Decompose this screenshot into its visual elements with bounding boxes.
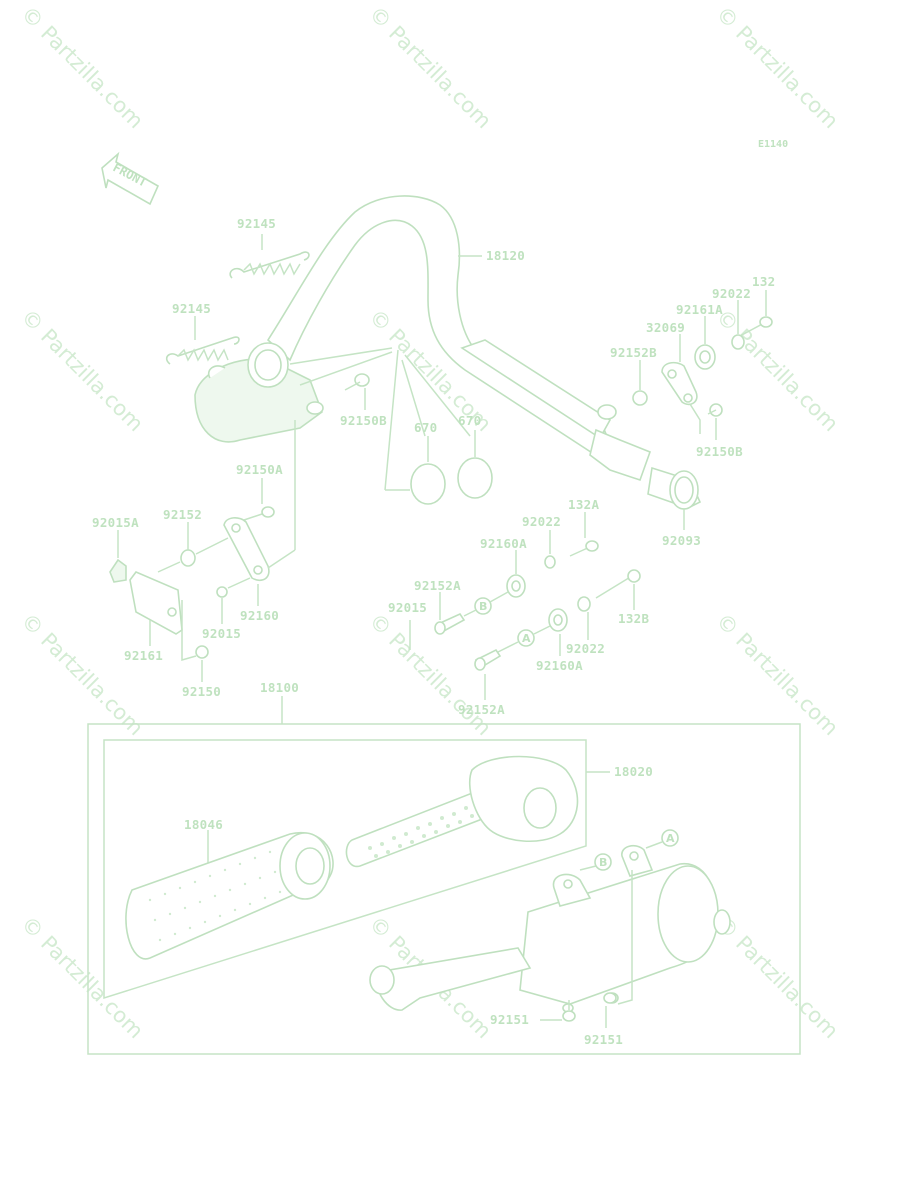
washer-92022-top [731,334,745,350]
label-670-a: 670 [414,420,437,435]
label-92152a-lower: 92152A [458,702,505,717]
label-92022-top: 92022 [712,286,751,301]
grommet-92160a-upper [506,574,526,598]
label-92160a-lower: 92160A [536,658,583,673]
circle-b-upper-label: B [479,600,487,613]
label-92161a: 92161A [676,302,723,317]
label-92161: 92161 [124,648,163,663]
watermark: © Partzilla.com [711,609,843,741]
label-92150b-right: 92150B [696,444,743,459]
nut-92015a [109,558,127,583]
silencer-packing-18046 [125,831,334,960]
label-92015-left: 92015 [202,626,241,641]
label-92152: 92152 [163,507,202,522]
circle-a-lower-label: A [666,832,675,845]
label-32069: 32069 [646,320,685,335]
watermark: © Partzilla.com [711,305,843,437]
washer-92022-low [577,596,591,612]
label-92145-lower: 92145 [172,301,211,316]
plate-92161 [129,571,183,635]
circle-b-lower: B [594,853,612,871]
label-92150b-left: 92150B [340,413,387,428]
label-92160a-upper: 92160A [480,536,527,551]
label-92151-left: 92151 [490,1012,529,1027]
watermark: © Partzilla.com [16,305,148,437]
label-92152b: 92152B [610,345,657,360]
inner-pipe-18020 [345,755,579,868]
gasket-670-b [457,457,493,499]
label-92145-upper: 92145 [237,216,276,231]
collar-92152 [180,549,196,567]
watermark: © Partzilla.com [16,2,148,134]
bolt-92150a [243,506,275,521]
circle-a-upper-label: A [522,632,531,645]
label-92152a-upper: 92152A [414,578,461,593]
bolt-92151-left [562,1000,576,1022]
bracket-92160 [223,517,270,582]
label-670-b: 670 [458,413,481,428]
grommet-92161a [694,344,716,370]
label-18100: 18100 [260,680,299,695]
diagram-code: E1140 [758,139,788,150]
bolt-92151-right [603,992,617,1004]
label-92022-low: 92022 [566,641,605,656]
label-18046: 18046 [184,817,223,832]
watermark: © Partzilla.com [711,2,843,134]
watermark: © Partzilla.com [711,912,843,1044]
label-132b: 132B [618,611,649,626]
collar-92152a-upper [434,612,466,635]
nut-92150 [195,645,209,659]
gasket-670-a [410,463,446,505]
silencer-inner-frame [103,739,587,1000]
grommet-92160a-lower [548,608,568,632]
circle-b-lower-label: B [599,856,607,869]
bolt-92150b-left [344,373,370,391]
circle-a-lower: A [661,829,679,847]
exhaust-joint-92093 [647,466,702,510]
circle-b-upper: B [474,597,492,615]
header-pipe [194,195,652,482]
watermark: © Partzilla.com [364,609,496,741]
muffler-body [369,844,731,1013]
label-92150a: 92150A [236,462,283,477]
spring-upper [229,251,310,279]
label-18020: 18020 [614,764,653,779]
label-132a: 132A [568,497,599,512]
bolt-132a [569,540,599,557]
bolt-132b [595,569,641,599]
label-92022-mid: 92022 [522,514,561,529]
label-92015a: 92015A [92,515,139,530]
front-arrow-icon: FRONT [101,151,160,206]
bolt-92150b-right [707,403,723,417]
bracket-32069 [661,361,698,406]
spring-lower [165,336,240,365]
label-92015-center: 92015 [388,600,427,615]
label-92160: 92160 [240,608,279,623]
circle-a-upper: A [517,629,535,647]
label-92151-right: 92151 [584,1032,623,1047]
label-18120: 18120 [486,248,525,263]
muffler-assembly-frame [87,723,801,1055]
watermark: © Partzilla.com [364,2,496,134]
label-132: 132 [752,274,775,289]
collar-92152a-lower [474,648,502,671]
watermark: © Partzilla.com [16,609,148,741]
bolt-132 [739,316,773,337]
label-92093: 92093 [662,533,701,548]
nut-92015-left [216,586,228,598]
label-92150: 92150 [182,684,221,699]
washer-92022-mid [544,555,556,569]
collar-92152b [632,390,648,406]
